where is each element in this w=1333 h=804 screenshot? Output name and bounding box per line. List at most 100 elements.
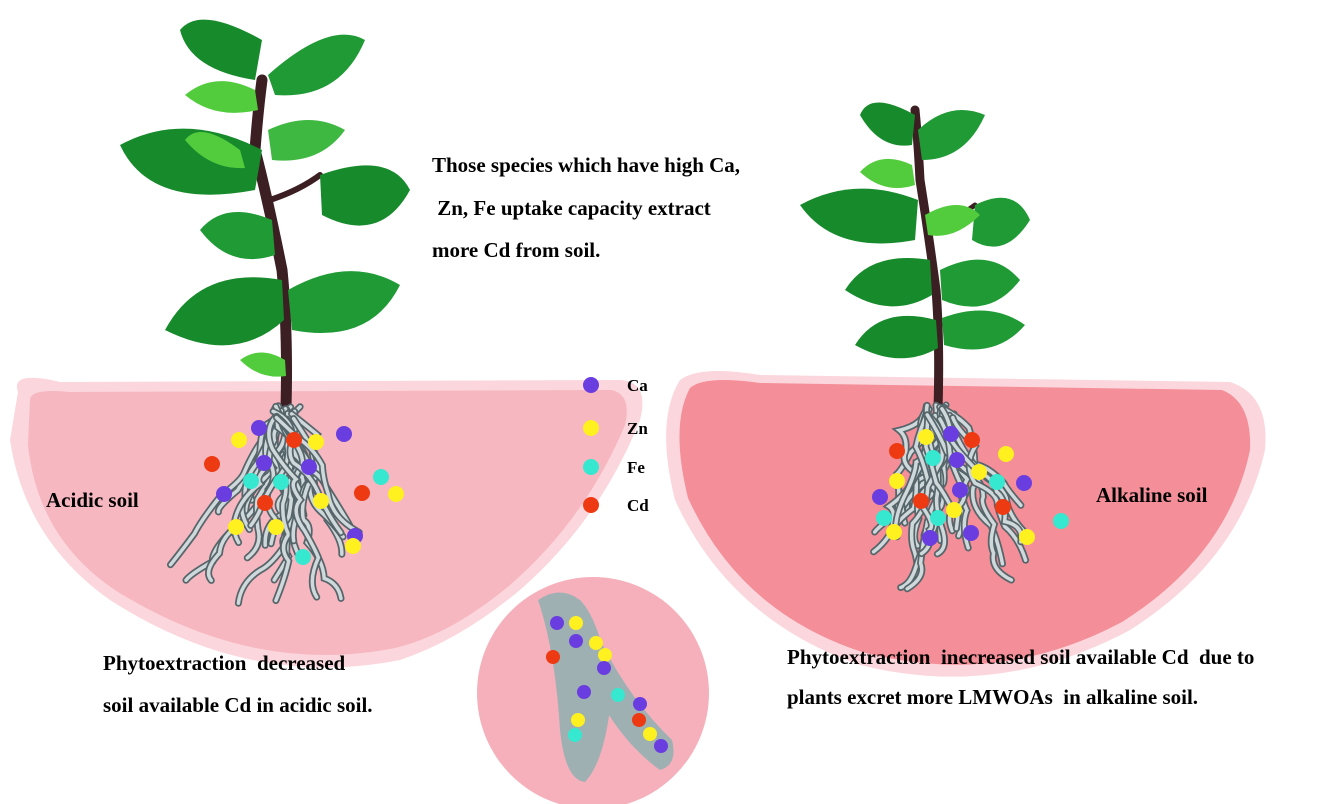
- ion-zn-dot: [643, 727, 657, 741]
- leaf: [185, 132, 245, 169]
- ion-zn-dot: [1019, 529, 1035, 545]
- root-core: [267, 415, 321, 599]
- root-zoom-circle: [477, 577, 709, 804]
- leaf: [845, 258, 932, 307]
- alkaline-soil-label: Alkaline soil: [1096, 483, 1208, 507]
- top-caption-line-2: Zn, Fe uptake capacity extract: [432, 196, 711, 220]
- ion-zn-dot: [998, 446, 1014, 462]
- leaf: [860, 102, 915, 146]
- right-caption-line-1: Phytoextraction inecreased soil availabl…: [787, 645, 1254, 669]
- legend-ca-dot: [583, 377, 599, 393]
- ion-ca-dot: [1016, 475, 1032, 491]
- left-ion-dots: [204, 420, 404, 565]
- legend-zn-dot: [583, 420, 599, 436]
- leaf: [288, 271, 400, 333]
- left-caption-line-2: soil available Cd in acidic soil.: [103, 693, 373, 717]
- ion-zn-dot: [598, 648, 612, 662]
- ion-ca-dot: [943, 426, 959, 442]
- right-plant: [800, 102, 1030, 415]
- ion-cd-dot: [964, 432, 980, 448]
- leaf: [918, 110, 985, 160]
- legend-fe-label: Fe: [627, 458, 645, 477]
- ion-ca-dot: [577, 685, 591, 699]
- ion-zn-dot: [589, 636, 603, 650]
- leaf: [940, 259, 1020, 307]
- leaf: [165, 277, 284, 346]
- ion-zn-dot: [268, 519, 284, 535]
- right-leaves: [800, 102, 1030, 359]
- ion-cd-dot: [995, 499, 1011, 515]
- ion-fe-dot: [1053, 513, 1069, 529]
- ion-fe-dot: [273, 474, 289, 490]
- ion-ca-dot: [251, 420, 267, 436]
- legend-zn-label: Zn: [627, 419, 648, 438]
- ion-fe-dot: [373, 469, 389, 485]
- ion-fe-dot: [568, 728, 582, 742]
- left-leaves: [120, 19, 410, 377]
- ion-cd-dot: [913, 493, 929, 509]
- leaf: [268, 34, 365, 96]
- left-caption-line-1: Phytoextraction decreased: [103, 651, 346, 675]
- leaf: [972, 197, 1030, 247]
- leaf: [942, 310, 1025, 350]
- leaf: [240, 352, 286, 377]
- right-stem: [910, 105, 944, 415]
- ion-ca-dot: [922, 530, 938, 546]
- leaf: [925, 205, 980, 236]
- ion-zn-dot: [231, 432, 247, 448]
- ion-zn-dot: [228, 519, 244, 535]
- legend-ca-label: Ca: [627, 376, 648, 395]
- leaf: [180, 19, 262, 80]
- root-core: [892, 403, 929, 534]
- leaf: [185, 81, 258, 113]
- ion-zn-dot: [308, 434, 324, 450]
- right-caption-line-2: plants excret more LMWOAs in alkaline so…: [787, 685, 1198, 709]
- ion-ca-dot: [336, 426, 352, 442]
- ion-zn-dot: [918, 429, 934, 445]
- ion-zn-dot: [569, 616, 583, 630]
- ion-zn-dot: [345, 538, 361, 554]
- ion-cd-dot: [204, 456, 220, 472]
- left-plant: [120, 19, 410, 414]
- ion-ca-dot: [952, 482, 968, 498]
- ion-zn-dot: [971, 464, 987, 480]
- ion-cd-dot: [889, 443, 905, 459]
- ion-zn-dot: [889, 473, 905, 489]
- leaf: [320, 165, 410, 226]
- legend-cd-label: Cd: [627, 496, 649, 515]
- leaf: [860, 158, 915, 189]
- leaf: [855, 315, 938, 359]
- ion-fe-dot: [925, 450, 941, 466]
- legend-cd-dot: [583, 497, 599, 513]
- acidic-soil-label: Acidic soil: [46, 488, 139, 512]
- ion-fe-dot: [611, 688, 625, 702]
- ion-ca-dot: [654, 739, 668, 753]
- ion-zn-dot: [313, 493, 329, 509]
- ion-ca-dot: [301, 459, 317, 475]
- ion-ca-dot: [550, 616, 564, 630]
- ion-zn-dot: [571, 713, 585, 727]
- legend-fe-dot: [583, 459, 599, 475]
- leaf: [268, 120, 345, 161]
- ion-ca-dot: [569, 634, 583, 648]
- ion-ca-dot: [256, 455, 272, 471]
- ion-fe-dot: [876, 510, 892, 526]
- ion-fe-dot: [295, 549, 311, 565]
- ion-ca-dot: [633, 697, 647, 711]
- ion-fe-dot: [930, 510, 946, 526]
- top-caption-line-1: Those species which have high Ca,: [432, 153, 740, 177]
- ion-ca-dot: [963, 525, 979, 541]
- ion-ca-dot: [216, 486, 232, 502]
- top-caption-line-3: more Cd from soil.: [432, 238, 600, 262]
- left-branch: [267, 172, 323, 203]
- ion-cd-dot: [354, 485, 370, 501]
- leaf: [800, 188, 918, 244]
- ion-ca-dot: [872, 489, 888, 505]
- ion-cd-dot: [546, 650, 560, 664]
- zoom-ion-dots: [546, 616, 668, 753]
- ion-ca-dot: [597, 661, 611, 675]
- ion-cd-dot: [286, 432, 302, 448]
- ion-fe-dot: [243, 473, 259, 489]
